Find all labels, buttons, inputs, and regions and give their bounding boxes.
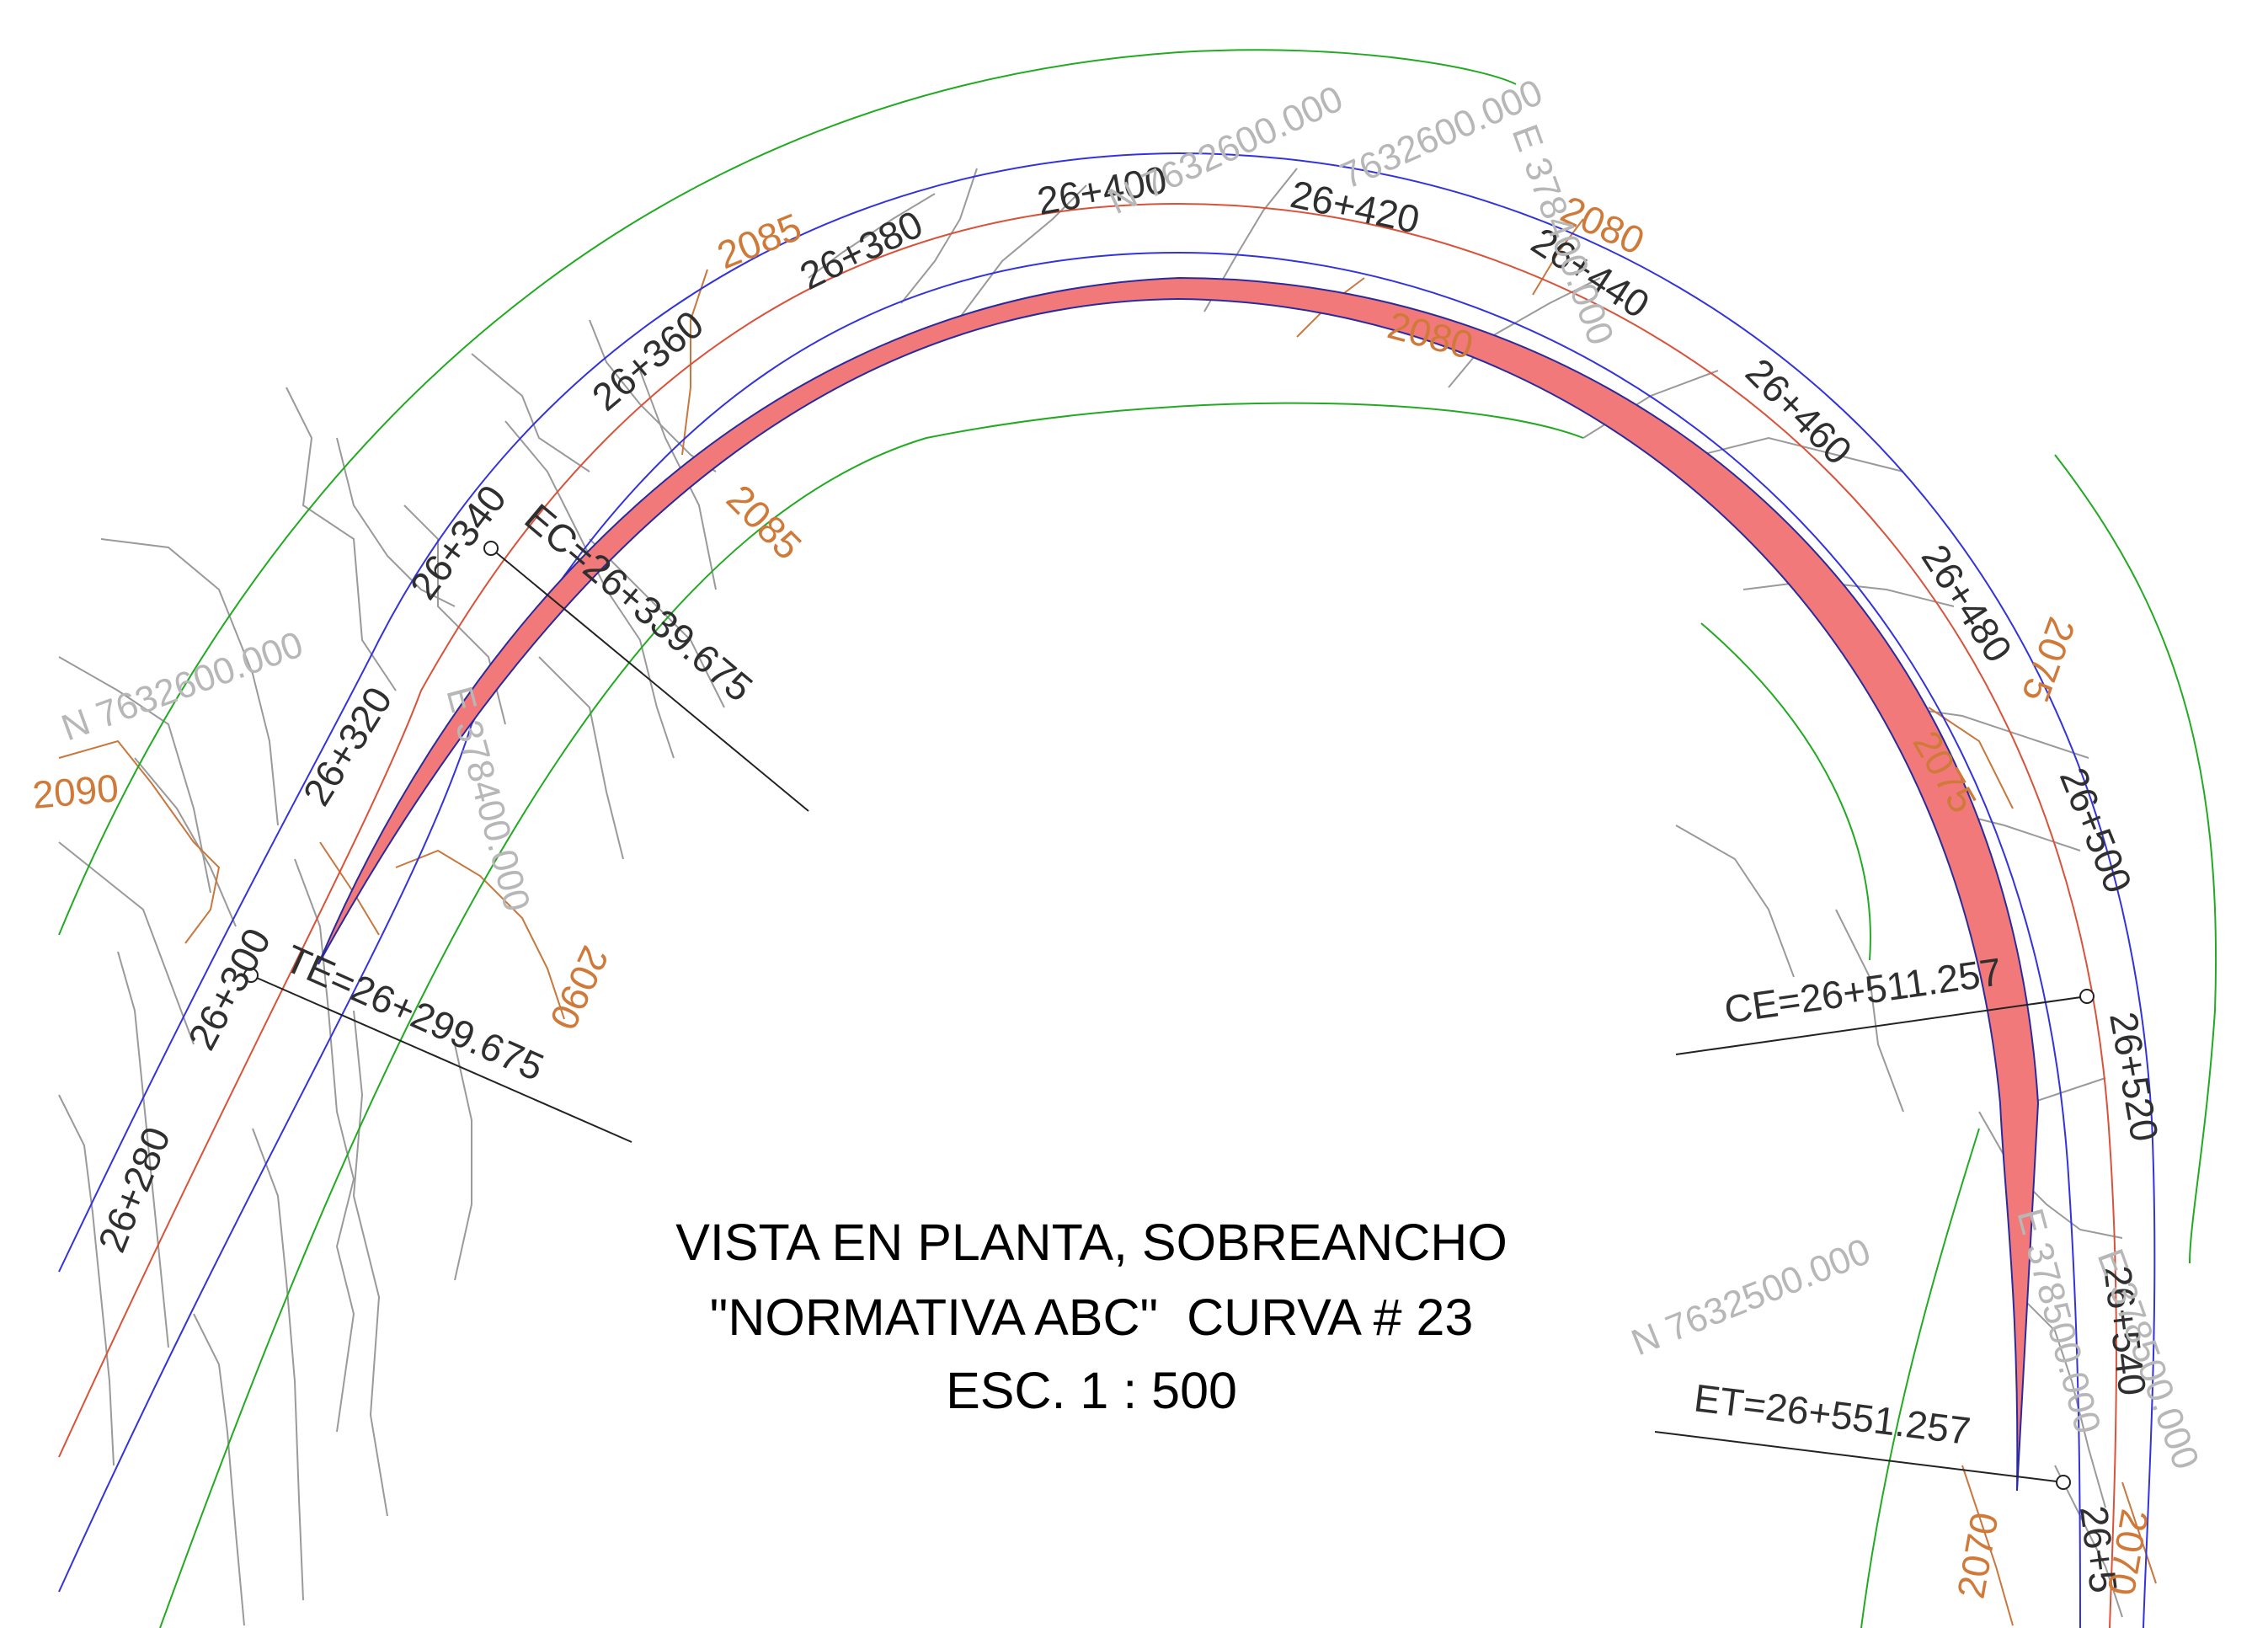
alignment-axis — [58, 202, 2117, 1628]
title-line-1: VISTA EN PLANTA, SOBREANCHO — [675, 1214, 1508, 1271]
contour-label: 2085 — [711, 205, 807, 278]
et-leader-line — [1654, 1431, 2064, 1483]
station-label: 26+300 — [179, 921, 280, 1057]
title-line-2: "NORMATIVA ABC" CURVA # 23 — [710, 1289, 1474, 1346]
station-label: 26+5 — [2072, 1503, 2126, 1595]
contour-label: 2090 — [30, 766, 120, 817]
drawing-title: VISTA EN PLANTA, SOBREANCHO "NORMATIVA A… — [675, 1214, 1508, 1419]
et-marker — [2056, 1475, 2071, 1490]
ce-leader-line — [1675, 995, 2088, 1055]
station-label: 26+380 — [793, 201, 930, 298]
te-leader-line — [250, 974, 632, 1143]
ce-marker — [2079, 989, 2095, 1004]
contour-label: 2075 — [2014, 612, 2084, 708]
contour-label: 2085 — [718, 476, 810, 568]
station-label: 26+520 — [2101, 1009, 2167, 1145]
te-label: TE=26+299.675 — [279, 937, 551, 1090]
contour-label: 2070 — [1949, 1509, 2007, 1602]
te-marker — [243, 968, 259, 983]
widening-band — [318, 276, 2040, 1492]
station-label: 26+320 — [294, 679, 400, 813]
grid-label: N 7632500.000 — [1625, 1230, 1876, 1364]
station-label: 26+340 — [401, 477, 515, 607]
title-line-3: ESC. 1 : 500 — [946, 1362, 1237, 1419]
point-markers — [243, 541, 2095, 1490]
road-edges — [58, 152, 2156, 1628]
leader-lines — [250, 547, 2088, 1483]
contour-lines — [58, 218, 2157, 1626]
offset-lines — [58, 49, 2217, 1628]
grid-label: E 378400.000 — [438, 682, 537, 915]
station-label: 26+280 — [89, 1121, 179, 1258]
ec-marker — [483, 541, 499, 556]
contour-label: 2090 — [542, 940, 617, 1037]
grid-label: N 7632600.000 — [56, 623, 309, 749]
ec-leader-line — [490, 547, 809, 812]
station-label: 26+460 — [1737, 350, 1860, 472]
contour-label: 2080 — [1383, 302, 1477, 367]
